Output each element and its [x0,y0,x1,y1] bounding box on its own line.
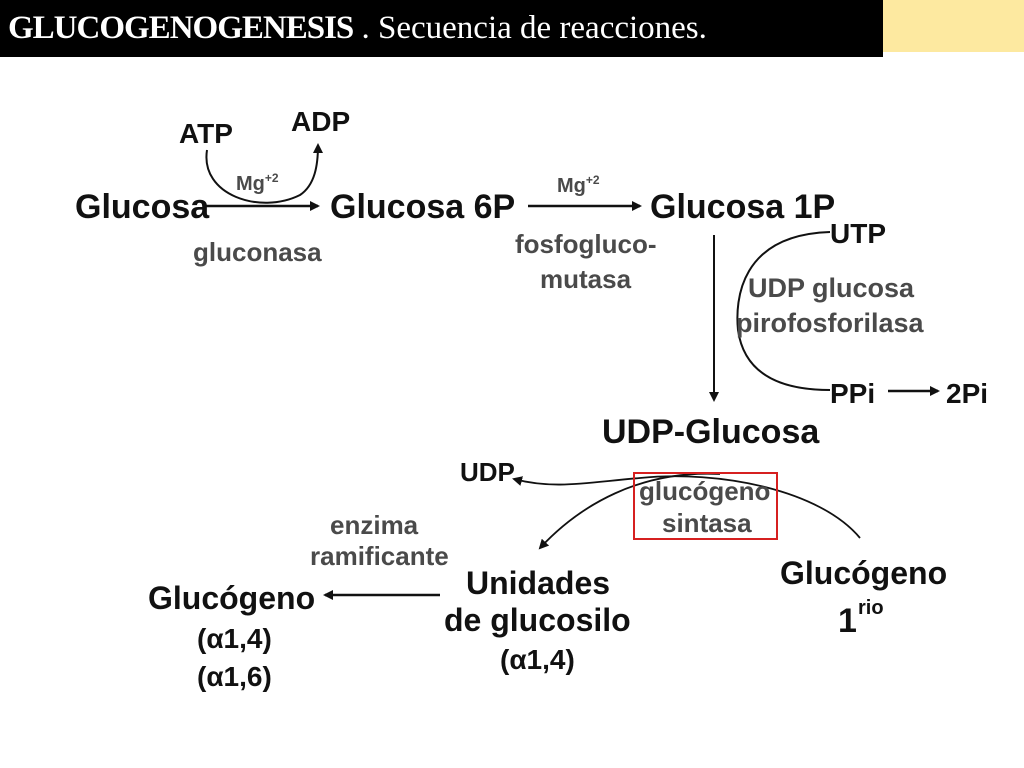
enzyme-fosfogluco-line2: mutasa [540,264,632,294]
cofactor-ppi: PPi [830,378,875,409]
cofactor-atp: ATP [179,118,233,149]
node-glucogeno-bond-a16: (α1,6) [197,661,272,692]
node-glucosa-1p: Glucosa 1P [650,188,835,226]
enzyme-udp-pirofos-line1: UDP glucosa [748,273,915,303]
node-glucogeno-bond-a14: (α1,4) [197,623,272,654]
title-rest: . Secuencia de reacciones. [353,10,707,46]
accent-box [883,0,1024,52]
node-udp-glucosa: UDP-Glucosa [602,413,820,451]
title-main: GLUCOGENOGENESIS [8,10,354,46]
node-glucosa-6p: Glucosa 6P [330,188,515,226]
cofactor-adp: ADP [291,106,350,137]
node-glucogeno-primer: Glucógeno [780,555,947,591]
cofactor-utp: UTP [830,218,886,249]
enzyme-gluconasa: gluconasa [193,237,322,267]
cofactor-udp: UDP [460,457,515,487]
node-unidades-line1: Unidades [466,565,610,601]
node-glucogeno-primer-sup: rio [858,597,884,619]
node-glucogeno-primer-num: 1 [838,602,857,640]
arrow-to-unidades [538,472,721,550]
node-unidades-bond: (α1,4) [500,644,575,675]
node-glucosa: Glucosa [75,188,210,226]
arrow-atp-to-adp [205,143,323,204]
node-glucogeno-final: Glucógeno [148,580,315,616]
cofactor-mg-2: Mg+2 [557,173,600,197]
cofactor-mg-1: Mg+2 [236,171,279,195]
arc-utp-to-ppi [736,231,831,391]
slide-title: GLUCOGENOGENESIS . Secuencia de reaccion… [0,0,883,57]
enzyme-ramificante-line1: enzima [330,510,419,540]
enzyme-ramificante-line2: ramificante [310,541,449,571]
enzyme-fosfogluco-line1: fosfogluco- [515,229,657,259]
node-unidades-line2: de glucosilo [444,602,631,638]
enzyme-glucogeno-sintasa-line2: sintasa [662,508,752,538]
cofactor-2pi: 2Pi [946,378,988,409]
enzyme-glucogeno-sintasa-line1: glucógeno [639,476,770,506]
glucogeno-sintasa-highlight [633,472,778,540]
arrow-to-udp [512,475,861,539]
enzyme-udp-pirofos-line2: pirofosforilasa [736,308,925,338]
